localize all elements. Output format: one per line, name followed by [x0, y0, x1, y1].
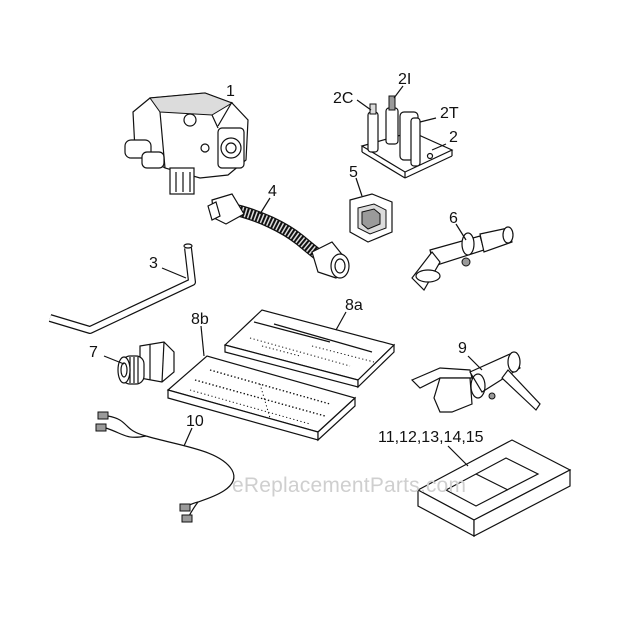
label-part-7: 7 [89, 344, 98, 361]
part-6-igniter[interactable] [411, 226, 514, 291]
label-part-9: 9 [458, 340, 467, 357]
part-9-bracket[interactable] [410, 351, 541, 413]
leader-11-15 [447, 445, 469, 467]
label-part-11-15: 11,12,13,14,15 [378, 429, 484, 446]
label-part-8a: 8a [345, 297, 363, 314]
label-part-2c: 2C [333, 90, 354, 107]
part-10-wire-harness[interactable] [95, 411, 235, 523]
part-5-rocker-switch[interactable] [349, 193, 393, 243]
part-8b-burner[interactable] [166, 355, 357, 442]
label-part-3: 3 [149, 255, 158, 272]
leader-2t [419, 117, 437, 123]
part-7-orifice-fitting[interactable] [117, 341, 175, 385]
leader-5 [355, 177, 363, 197]
leader-8b [200, 325, 205, 357]
part-8a-burner[interactable] [223, 309, 396, 389]
label-part-5: 5 [349, 164, 358, 181]
part-1-gas-valve[interactable] [124, 92, 249, 195]
leader-8a [335, 311, 347, 331]
part-4-flex-connector[interactable] [207, 193, 350, 279]
leader-9 [467, 355, 483, 371]
leader-2 [431, 143, 447, 151]
label-part-6: 6 [449, 210, 458, 227]
part-11-15-ember-pack[interactable] [416, 439, 572, 538]
leader-1 [217, 101, 233, 127]
leader-2i [393, 85, 404, 99]
label-part-10: 10 [186, 413, 204, 430]
part-2-pilot-assembly[interactable] [360, 95, 454, 179]
label-part-4: 4 [268, 183, 277, 200]
leader-2c [356, 99, 372, 111]
watermark: eReplacementParts.com [232, 474, 467, 497]
label-part-2i: 2I [398, 71, 412, 88]
leader-6 [455, 223, 467, 241]
label-part-2t: 2T [440, 105, 459, 122]
label-part-1: 1 [226, 83, 235, 100]
part-3-gas-line[interactable] [48, 243, 196, 334]
leader-7 [103, 355, 125, 365]
label-part-2: 2 [449, 129, 458, 146]
label-part-8b: 8b [191, 311, 209, 328]
leader-4 [259, 197, 271, 215]
leader-10 [183, 427, 193, 447]
leader-3 [161, 267, 187, 279]
